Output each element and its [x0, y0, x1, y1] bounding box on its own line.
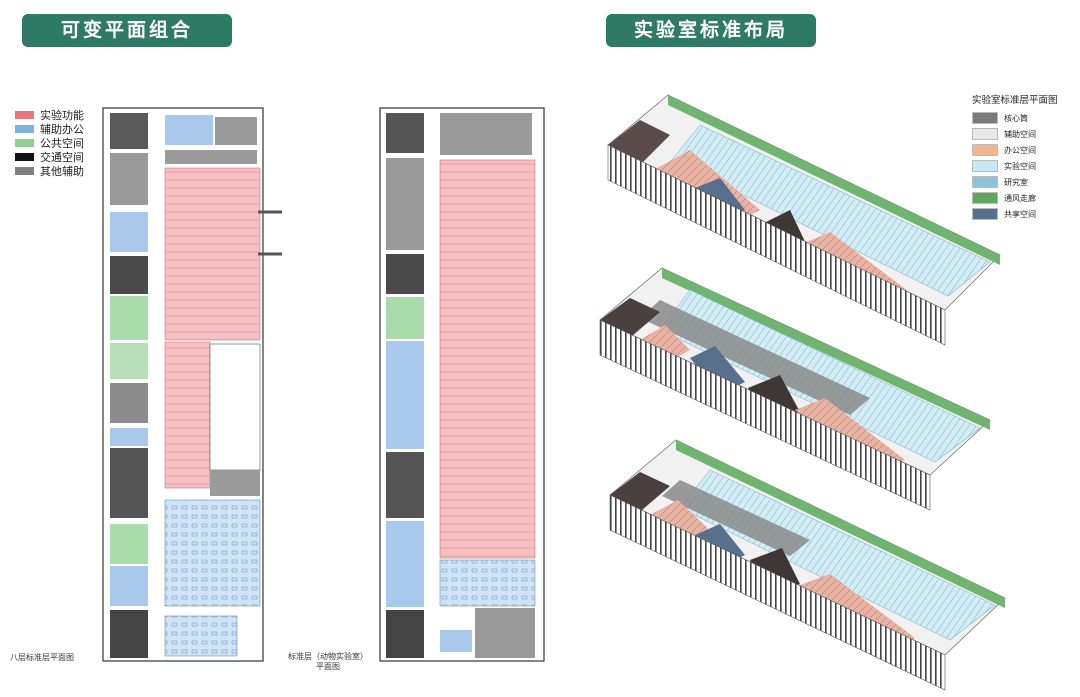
legend-swatch: [972, 192, 998, 204]
legend-label: 公共空间: [40, 137, 84, 150]
legend-label: 研究室: [1004, 177, 1028, 187]
isometric-floor-bottom: [609, 439, 1006, 691]
office-block: [110, 566, 148, 606]
floor-plan-eighth-floor: [102, 107, 282, 662]
public-block: [110, 524, 148, 564]
legend-item-shared: 共享空间: [972, 206, 1058, 222]
legend-item-office: 辅助办公: [15, 122, 84, 136]
aux-block: [110, 153, 148, 205]
legend-swatch: [15, 125, 34, 133]
aux-block: [386, 158, 424, 250]
legend-item-lab: 实验功能: [15, 108, 84, 122]
floor-plan-animal-lab: [379, 107, 545, 662]
legend-label: 共享空间: [1004, 209, 1036, 219]
aux-block: [165, 150, 257, 164]
aux-block: [110, 383, 148, 423]
legend-swatch: [972, 128, 998, 140]
legend-item-public: 公共空间: [15, 136, 84, 150]
lab-zone: [164, 341, 211, 489]
office-block: [110, 212, 148, 252]
caption-line: 标准层（动物实验室）: [288, 652, 368, 661]
plan-caption-eighth-floor: 八层标准层平面图: [10, 653, 74, 662]
office-block: [110, 428, 148, 446]
core-block: [386, 452, 424, 518]
legend-swatch: [972, 144, 998, 156]
section-title-lab-layout: 实验室标准布局: [606, 14, 816, 47]
legend-item-office: 办公空间: [972, 142, 1058, 158]
legend-label: 实验空间: [1004, 161, 1036, 171]
lab-zone: [439, 159, 536, 559]
legend-swatch: [972, 160, 998, 172]
legend-item-vent: 通风走廊: [972, 190, 1058, 206]
legend-swatch: [972, 208, 998, 220]
legend-label: 辅助空间: [1004, 129, 1036, 139]
legend-item-core: 核心筒: [972, 110, 1058, 126]
section-title-variable-plan: 可变平面组合: [22, 14, 232, 47]
core-block: [110, 610, 148, 658]
layout-legend: 实验室标准层平面图 核心筒 辅助空间 办公空间 实验空间 研究室 通风走廊 共享…: [972, 92, 1058, 222]
core-block: [386, 113, 424, 153]
legend-label: 辅助办公: [40, 123, 84, 136]
atrium-void: [209, 343, 261, 471]
legend-item-research: 研究室: [972, 174, 1058, 190]
legend-swatch: [15, 139, 34, 147]
legend-title: 实验室标准层平面图: [972, 95, 1058, 106]
public-block: [110, 343, 148, 379]
caption-line: 平面图: [316, 662, 340, 671]
office-zone: [439, 559, 536, 607]
plan-caption-animal-lab: 标准层（动物实验室） 平面图: [288, 652, 368, 672]
legend-label: 交通空间: [40, 151, 84, 164]
legend-swatch: [15, 111, 34, 119]
isometric-floor-middle: [599, 267, 991, 511]
function-legend: 实验功能 辅助办公 公共空间 交通空间 其他辅助: [15, 108, 84, 178]
legend-label: 核心筒: [1004, 113, 1028, 123]
core-block: [386, 254, 424, 294]
legend-label: 其他辅助: [40, 165, 84, 178]
core-block: [110, 256, 148, 294]
office-block: [165, 115, 213, 145]
legend-item-circulation: 交通空间: [15, 150, 84, 164]
legend-swatch: [15, 167, 34, 175]
legend-swatch: [972, 176, 998, 188]
public-block: [386, 297, 424, 339]
office-zone: [164, 615, 238, 657]
office-block: [440, 630, 472, 652]
legend-swatch: [972, 112, 998, 124]
lab-zone: [164, 167, 261, 341]
isometric-floor-top: [607, 94, 1001, 346]
aux-block: [440, 113, 532, 155]
core-block: [386, 610, 424, 658]
public-block: [110, 296, 148, 340]
office-block: [386, 341, 424, 449]
legend-swatch: [15, 153, 34, 161]
legend-label: 办公空间: [1004, 145, 1036, 155]
aux-block: [215, 117, 257, 145]
aux-block: [475, 608, 535, 658]
core-block: [110, 113, 148, 149]
legend-item-other: 其他辅助: [15, 164, 84, 178]
office-zone: [164, 499, 261, 607]
aux-block: [210, 470, 260, 496]
legend-label: 通风走廊: [1004, 193, 1036, 203]
legend-label: 实验功能: [40, 109, 84, 122]
core-block: [110, 448, 148, 518]
legend-item-lab: 实验空间: [972, 158, 1058, 174]
legend-item-aux: 辅助空间: [972, 126, 1058, 142]
office-block: [386, 521, 424, 607]
